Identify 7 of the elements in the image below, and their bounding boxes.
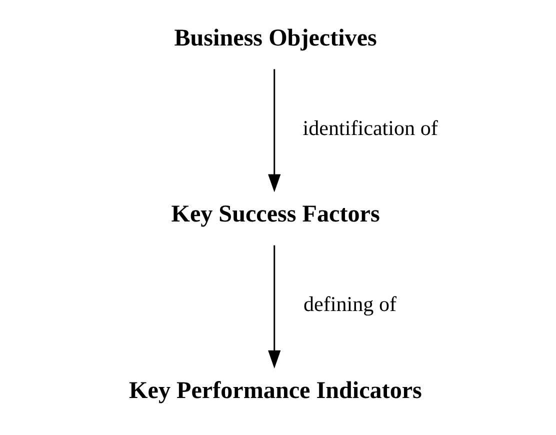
arrow [268, 245, 280, 368]
node-text: Key Success Factors [170, 202, 380, 228]
edge-label: identification of [302, 116, 438, 140]
edge-label: defining of [303, 292, 396, 316]
arrow [268, 69, 280, 192]
node-text: Key Performance Indicators [128, 378, 422, 404]
node-text: Business Objectives [174, 26, 376, 52]
